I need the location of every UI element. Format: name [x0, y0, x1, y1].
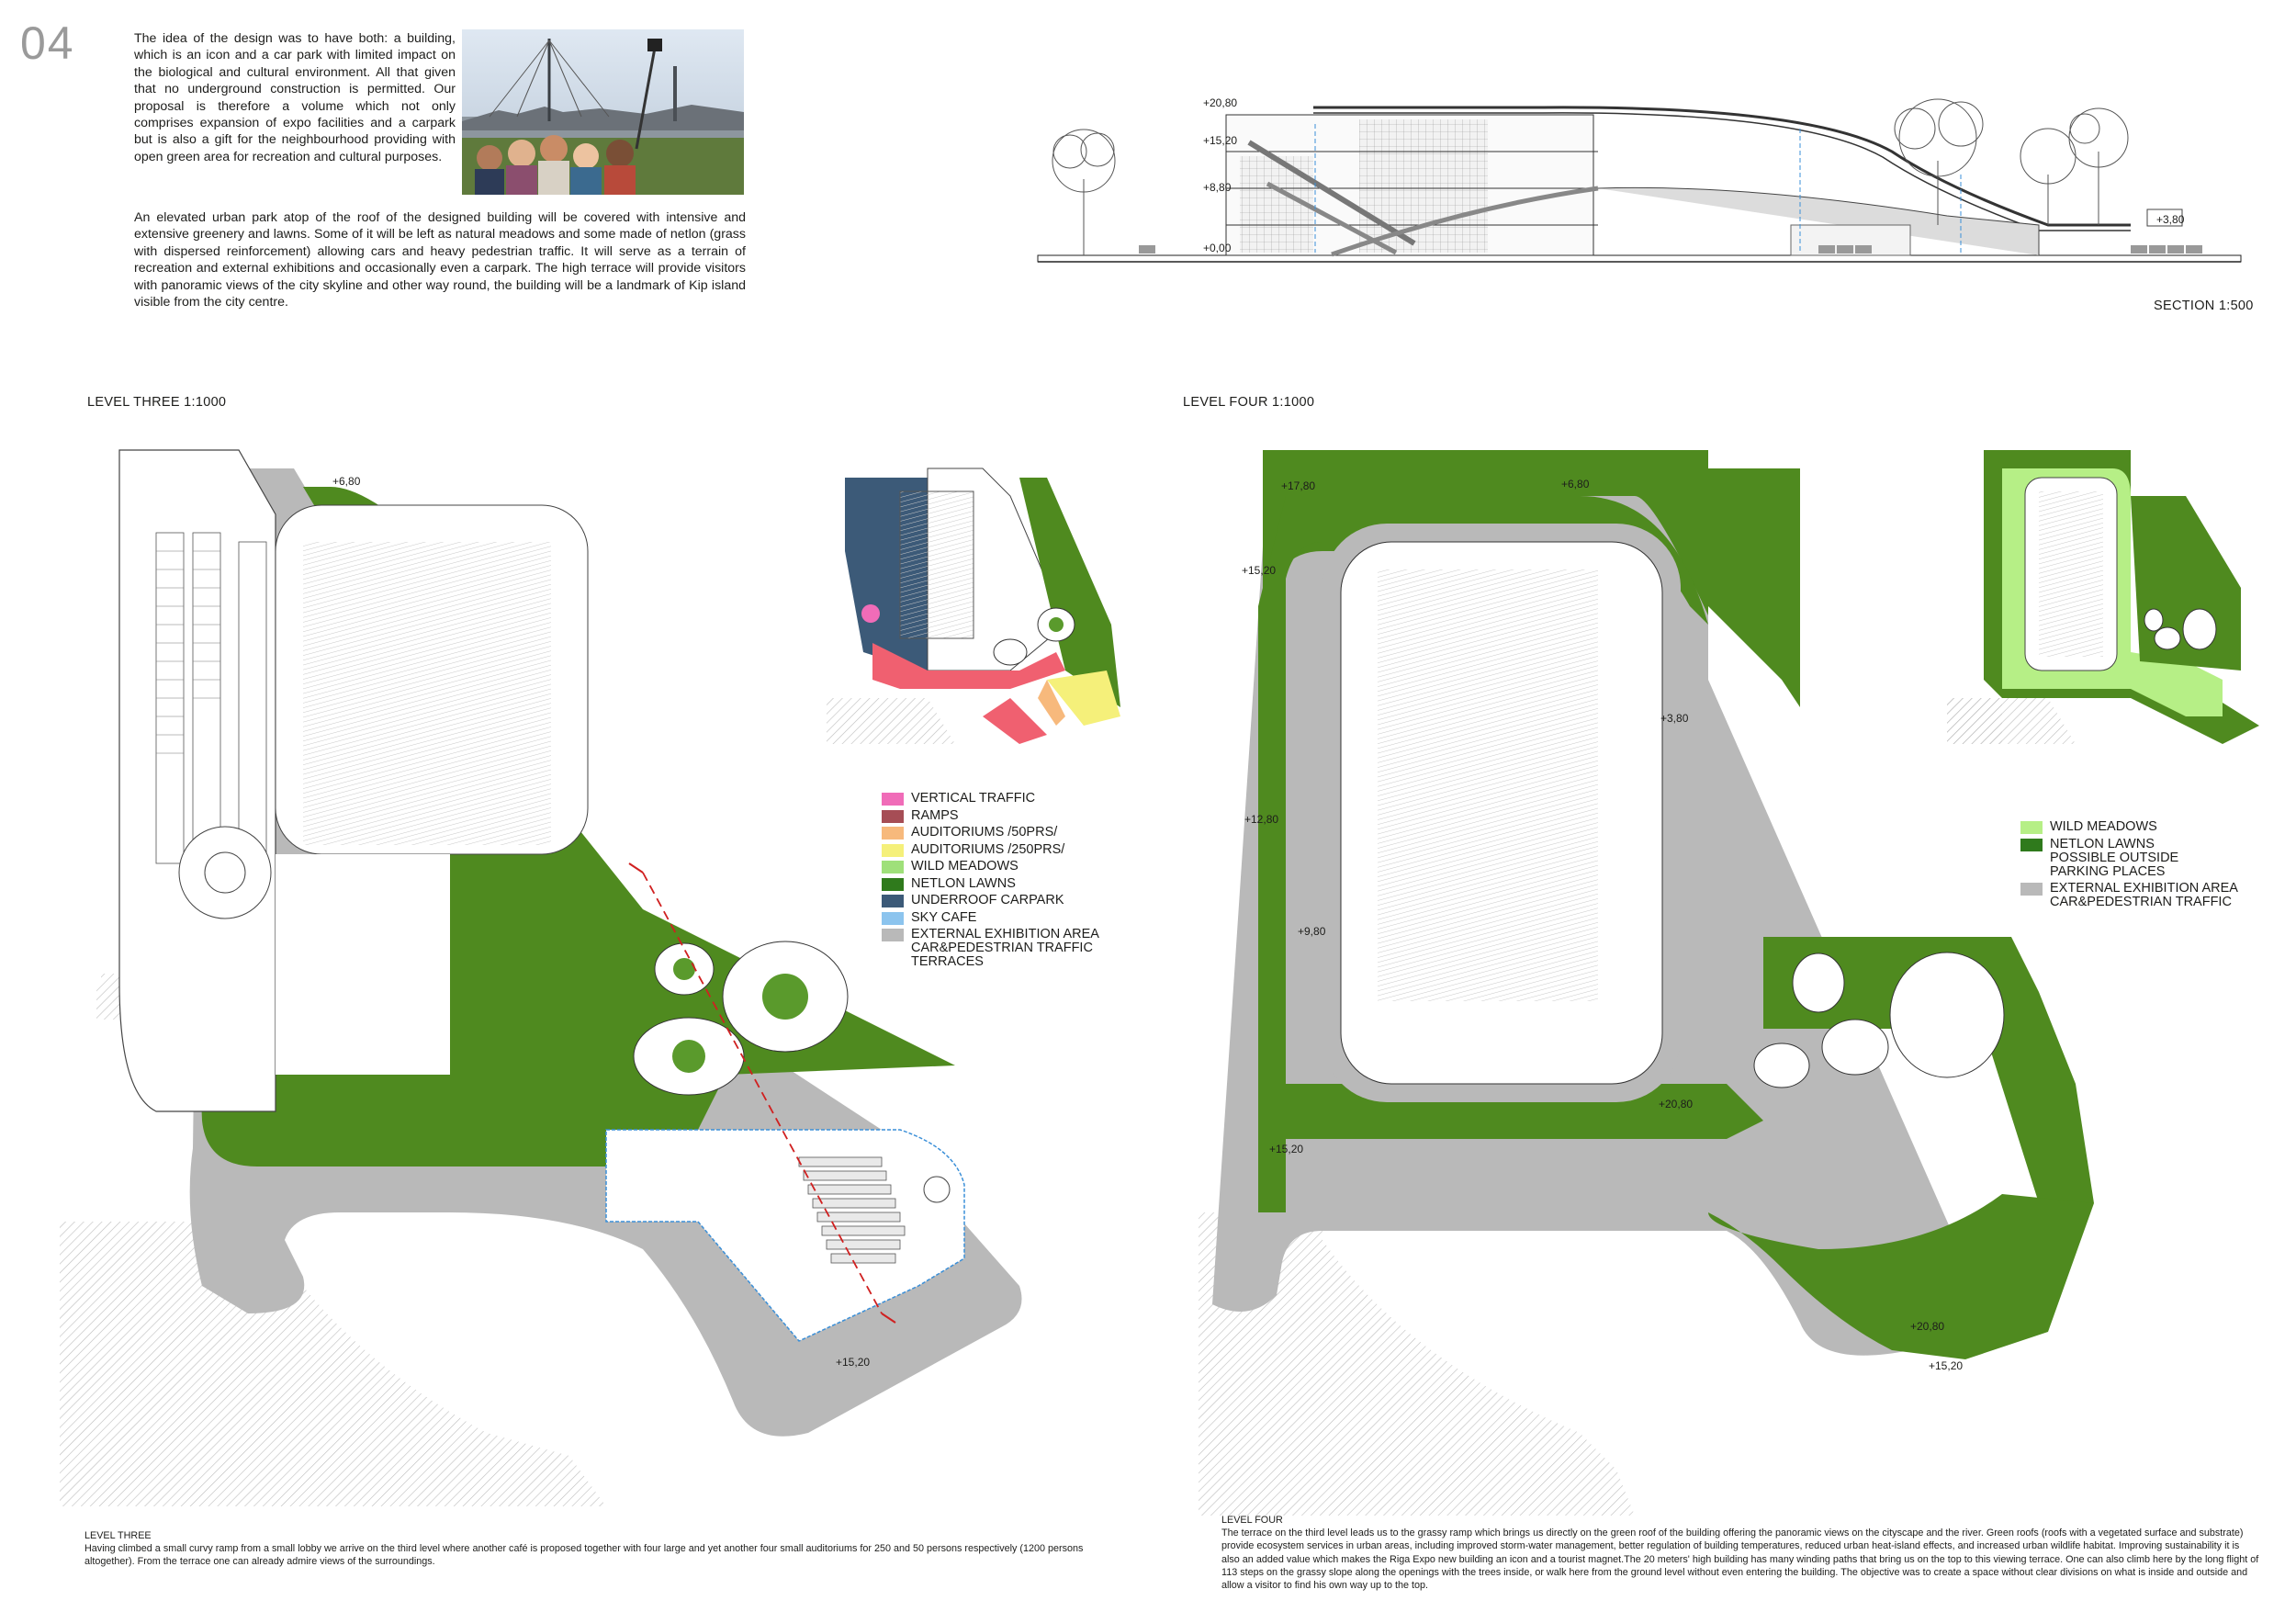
level-three-caption-title: LEVEL THREE: [84, 1530, 152, 1541]
level-four-elevation-6-80: +6,80: [1561, 478, 1590, 490]
level-four-elevation-12-80: +12,80: [1244, 813, 1279, 826]
section-level-3-80: +3,80: [2156, 213, 2185, 226]
level-four-legend: WILD MEADOWS NETLON LAWNS POSSIBLE OUTSI…: [2020, 820, 2238, 913]
section-level-8-80: +8,80: [1203, 181, 1232, 194]
level-four-elevation-9-80: +9,80: [1298, 925, 1326, 938]
legend-item-wild-meadows: WILD MEADOWS: [882, 860, 1099, 873]
level-three-caption: LEVEL THREE Having climbed a small curvy…: [84, 1529, 1127, 1569]
level-four-elevation-20-80: +20,80: [1659, 1098, 1694, 1110]
legend-item-ramps: RAMPS: [882, 808, 1099, 823]
level-four-caption-text: The terrace on the third level leads us …: [1221, 1527, 2259, 1592]
section-drawing: [1037, 98, 2242, 263]
level-three-plan: [60, 449, 1022, 1506]
level-four-caption: LEVEL FOUR The terrace on the third leve…: [1221, 1514, 2259, 1592]
legend-item-sky-cafe: SKY CAFE: [882, 910, 1099, 925]
legend-item-external-exhibition-l4: EXTERNAL EXHIBITION AREA CAR&PEDESTRIAN …: [2020, 882, 2238, 909]
level-three-legend: VERTICAL TRAFFIC RAMPS AUDITORIUMS /50PR…: [882, 792, 1099, 973]
section-level-15-20: +15,20: [1203, 134, 1238, 147]
intro-paragraph-2: An elevated urban park atop of the roof …: [134, 210, 746, 310]
level-four-caption-title: LEVEL FOUR: [1221, 1515, 1283, 1526]
level-four-elevation-15-20: +15,20: [1242, 564, 1277, 577]
level-three-key-plan: [827, 468, 1120, 744]
level-four-plan: [1199, 450, 2094, 1516]
level-four-elevation-15-20-b: +15,20: [1269, 1143, 1304, 1155]
level-four-elevation-15-20-c: +15,20: [1929, 1359, 1964, 1372]
level-four-key-plan: [1947, 450, 2259, 744]
level-four-elevation-17-80: +17,80: [1281, 479, 1316, 492]
legend-item-netlon-lawns: NETLON LAWNS: [882, 876, 1099, 891]
page-number: 04: [20, 17, 75, 69]
legend-item-auditoriums-250: AUDITORIUMS /250PRS/: [882, 842, 1099, 857]
section-title: SECTION 1:500: [2154, 299, 2254, 313]
legend-item-vertical-traffic: VERTICAL TRAFFIC: [882, 792, 1099, 806]
selfie-photo: [462, 29, 744, 195]
section-level-20-80: +20,80: [1203, 96, 1238, 109]
legend-item-underroof-carpark: UNDERROOF CARPARK: [882, 894, 1099, 907]
level-four-elevation-20-80-b: +20,80: [1910, 1320, 1945, 1333]
level-three-caption-text: Having climbed a small curvy ramp from a…: [84, 1543, 1084, 1568]
legend-item-external-exhibition: EXTERNAL EXHIBITION AREA CAR&PEDESTRIAN …: [882, 928, 1099, 969]
legend-item-wild-meadows-l4: WILD MEADOWS: [2020, 820, 2238, 834]
section-level-0-00: +0,00: [1203, 242, 1232, 254]
level-four-elevation-3-80: +3,80: [1660, 712, 1689, 725]
level-three-elevation-15-20: +15,20: [836, 1356, 871, 1369]
legend-item-auditoriums-50: AUDITORIUMS /50PRS/: [882, 826, 1099, 840]
level-three-title: LEVEL THREE 1:1000: [87, 395, 227, 410]
intro-paragraph-1: The idea of the design was to have both:…: [134, 31, 456, 164]
legend-item-netlon-lawns-l4: NETLON LAWNS POSSIBLE OUTSIDE PARKING PL…: [2020, 837, 2238, 879]
level-four-title: LEVEL FOUR 1:1000: [1183, 395, 1315, 410]
level-three-elevation-6-80: +6,80: [332, 475, 361, 488]
